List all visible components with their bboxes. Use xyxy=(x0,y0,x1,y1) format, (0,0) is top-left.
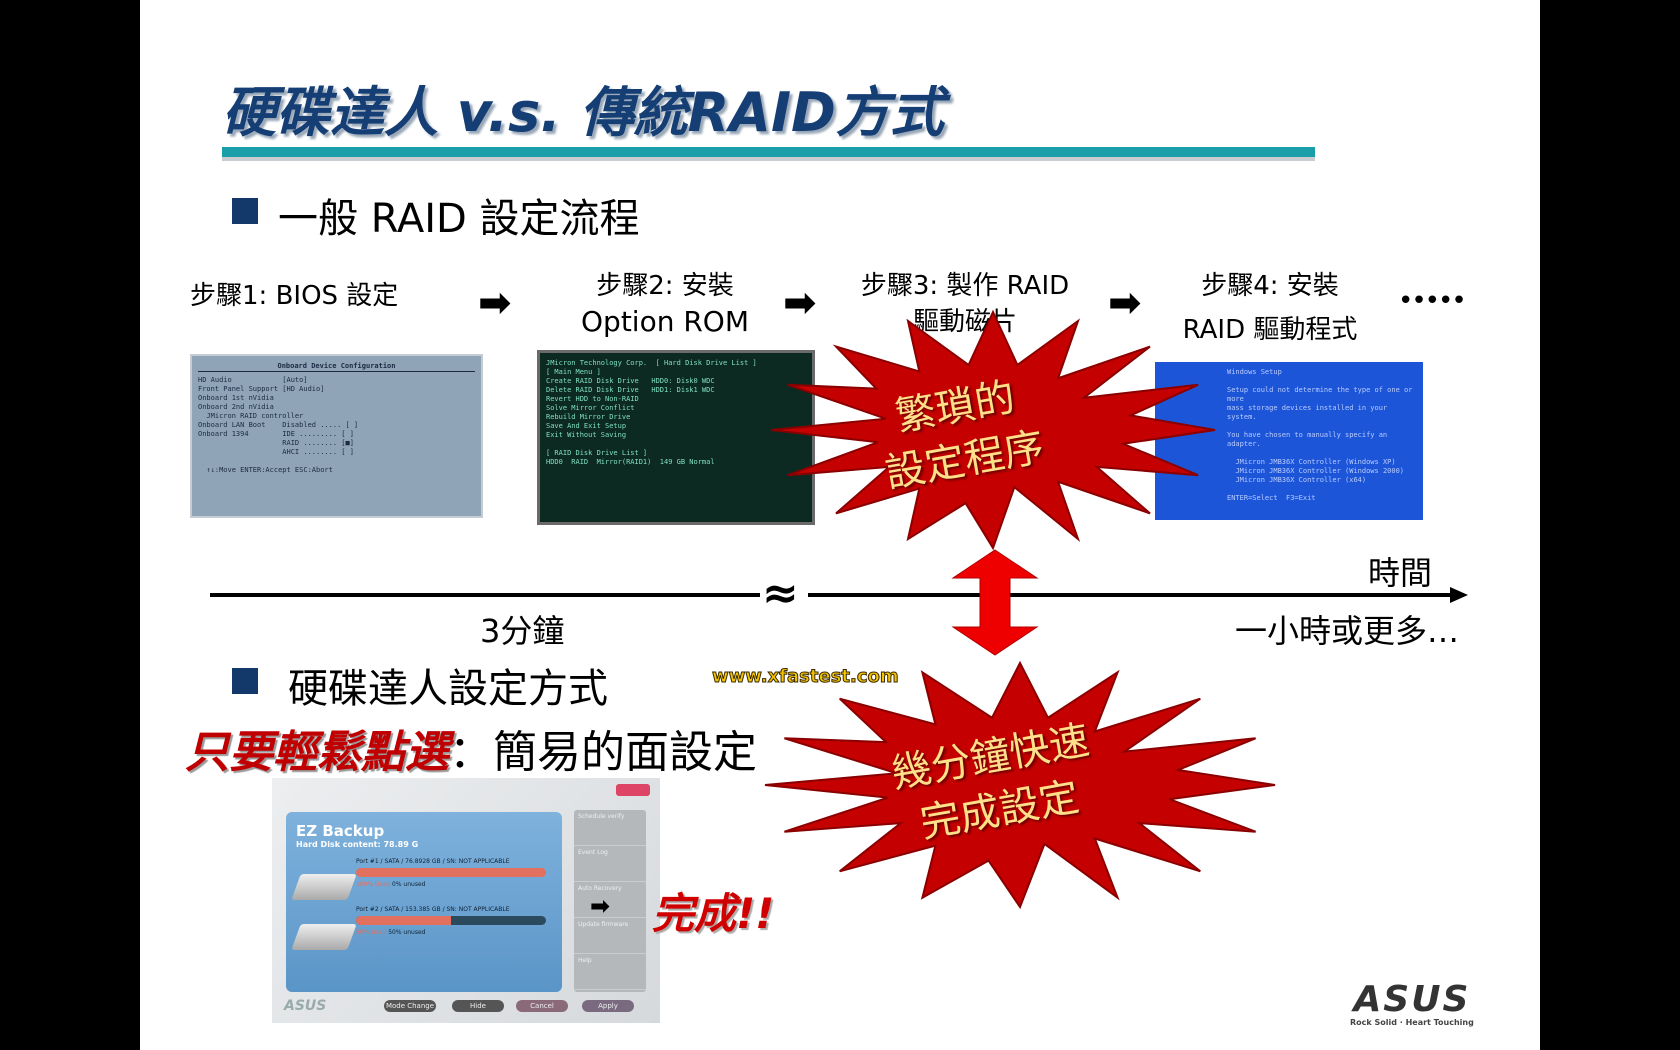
screen-line: Onboard 1394 IDE ......... [ ] xyxy=(198,430,354,438)
disk-icon xyxy=(291,874,357,900)
bullet-square-icon xyxy=(232,668,258,694)
done-text: 完成!! xyxy=(652,889,775,938)
disk-1-usage: 100% Used 0% unused xyxy=(356,881,425,888)
screen-line: HDD0 RAID Mirror(RAID1) 149 GB Normal xyxy=(546,458,715,466)
section-xfastest-method: 硬碟達人設定方式 xyxy=(288,666,608,712)
timeline-long: 一小時或更多… xyxy=(1235,612,1460,650)
section-general-raid: 一般 RAID 設定流程 xyxy=(278,196,640,242)
bios-header: Onboard Device Configuration xyxy=(198,362,475,372)
side-menu-item[interactable]: Update firmware xyxy=(574,918,646,954)
step-2-line1: 步驟2: 安裝 xyxy=(596,271,734,301)
arrow-right-icon: ➡ xyxy=(590,892,611,920)
disk-2-unused: 50% unused xyxy=(388,929,426,936)
disk-2-used: 50% Used xyxy=(356,929,387,936)
screen-line: Front Panel Support [HD Audio] xyxy=(198,385,325,393)
step-4-line2: RAID 驅動程式 xyxy=(1182,315,1358,345)
step-1: 步驟1: BIOS 設定 xyxy=(190,281,399,311)
screen-line: Rebuild Mirror Drive xyxy=(546,413,631,421)
tagline-highlight: 只要輕鬆點選 xyxy=(185,727,449,778)
side-menu-item[interactable]: Schedule verify xyxy=(574,810,646,846)
step-2: 步驟2: 安裝 Option ROM xyxy=(565,268,765,340)
screen-line: ENTER=Select F3=Exit xyxy=(1227,494,1316,502)
screen-line: JMicron Technology Corp. [ Hard Disk Dri… xyxy=(546,359,757,367)
ez-content: Hard Disk content: 78.89 G xyxy=(296,840,419,849)
disk-1-bar xyxy=(356,868,546,877)
screen-line: AHCI ........ [ ] xyxy=(198,448,354,456)
mode-change-button[interactable]: Mode Change xyxy=(384,1000,436,1012)
screen-line: JMicron JMB36X Controller (Windows XP) xyxy=(1227,458,1396,466)
step-4: 步驟4: 安裝 RAID 驅動程式 xyxy=(1160,268,1380,348)
arrow-right-icon: ➡ xyxy=(478,280,512,326)
screen-line: HD Audio [Auto] xyxy=(198,376,308,384)
arrow-right-icon: ➡ xyxy=(783,280,817,326)
watermark: www.xfastest.com xyxy=(712,666,900,688)
side-menu-item[interactable]: Auto Recovery xyxy=(574,882,646,918)
asus-logo: ASUS Rock Solid · Heart Touching xyxy=(1350,979,1474,1028)
screen-line: Save And Exit Setup xyxy=(546,422,627,430)
ez-panel: EZ Backup Hard Disk content: 78.89 G Por… xyxy=(286,812,562,992)
screen-line: ↑↓:Move ENTER:Accept ESC:Abort xyxy=(198,466,333,474)
screen-line: Solve Mirror Conflict xyxy=(546,404,635,412)
hide-button[interactable]: Hide xyxy=(452,1000,504,1012)
step-2-line2: Option ROM xyxy=(581,305,749,338)
disk-2-label: Port #2 / SATA / 153.385 GB / SN: NOT AP… xyxy=(356,906,510,913)
screen-line: JMicron RAID controller xyxy=(198,412,304,420)
asus-logo-slogan: Rock Solid · Heart Touching xyxy=(1350,1018,1474,1027)
disk-1-used: 100% Used xyxy=(356,881,391,888)
screen-line: Exit Without Saving xyxy=(546,431,627,439)
ellipsis: ••••• xyxy=(1398,286,1467,316)
screen-line: You have chosen to manually specify an a… xyxy=(1227,431,1392,448)
screen-line: Revert HDD to Non-RAID xyxy=(546,395,639,403)
disk-1-unused: 0% unused xyxy=(392,881,426,888)
screen-line: RAID ........ [■] xyxy=(198,439,354,447)
timeline-break-icon: ≈ xyxy=(762,568,799,619)
disk-2-usage: 50% Used 50% unused xyxy=(356,929,425,936)
side-menu-item[interactable]: Help xyxy=(574,954,646,990)
ez-asus-logo: ASUS xyxy=(284,998,327,1014)
burst-shape-1 xyxy=(770,309,1216,551)
option-rom-screenshot: JMicron Technology Corp. [ Hard Disk Dri… xyxy=(537,350,815,525)
screen-line: JMicron JMB36X Controller (Windows 2000) xyxy=(1227,467,1405,475)
step-3-line1: 步驟3: 製作 RAID xyxy=(860,271,1070,301)
tagline: 只要輕鬆點選：簡易的面設定 xyxy=(185,716,757,780)
screen-line: Setup could not determine the type of on… xyxy=(1227,386,1417,403)
tagline-rest: ：簡易的面設定 xyxy=(449,727,757,778)
disk-1-label: Port #1 / SATA / 76.8928 GB / SN: NOT AP… xyxy=(356,858,510,865)
bullet-square-icon xyxy=(232,198,258,224)
asus-logo-brand: ASUS xyxy=(1353,979,1471,1020)
screen-line: Onboard 2nd nVidia xyxy=(198,403,274,411)
burst-shape-2 xyxy=(764,660,1276,910)
side-menu-item[interactable]: Event Log xyxy=(574,846,646,882)
ez-title: EZ Backup xyxy=(296,822,385,840)
ez-backup-screenshot: EZ Backup Hard Disk content: 78.89 G Por… xyxy=(272,778,660,1023)
disk-2-bar xyxy=(356,916,546,925)
screen-line: mass storage devices installed in your s… xyxy=(1227,404,1392,421)
screen-line: Create RAID Disk Drive HDD0: Disk0 WDC xyxy=(546,377,715,385)
timeline-label: 時間 xyxy=(1368,554,1433,592)
step-4-line1: 步驟4: 安裝 xyxy=(1201,271,1339,301)
disk-icon xyxy=(291,924,357,950)
slide-title: 硬碟達人 v.s. 傳統RAID方式 xyxy=(222,81,944,144)
apply-button[interactable]: Apply xyxy=(582,1000,634,1012)
screen-line: Onboard 1st nVidia xyxy=(198,394,274,402)
timeline-short: 3分鐘 xyxy=(480,612,565,650)
screen-line: Delete RAID Disk Drive HDD1: Disk1 WDC xyxy=(546,386,715,394)
screen-line: Windows Setup xyxy=(1227,368,1282,376)
cancel-button[interactable]: Cancel xyxy=(516,1000,568,1012)
timeline-arrowhead-icon xyxy=(1450,587,1468,603)
screen-line: JMicron JMB36X Controller (x64) xyxy=(1227,476,1367,484)
arrow-right-icon: ➡ xyxy=(1108,280,1142,326)
title-underline xyxy=(222,147,1315,157)
double-arrow-icon xyxy=(951,549,1039,656)
window-controls-icon xyxy=(616,784,650,796)
screen-line: [ RAID Disk Drive List ] xyxy=(546,449,648,457)
bios-screenshot: Onboard Device Configuration HD Audio [A… xyxy=(190,354,483,518)
screen-line: [ Main Menu ] xyxy=(546,368,601,376)
screen-line: Onboard LAN Boot Disabled ..... [ ] xyxy=(198,421,359,429)
